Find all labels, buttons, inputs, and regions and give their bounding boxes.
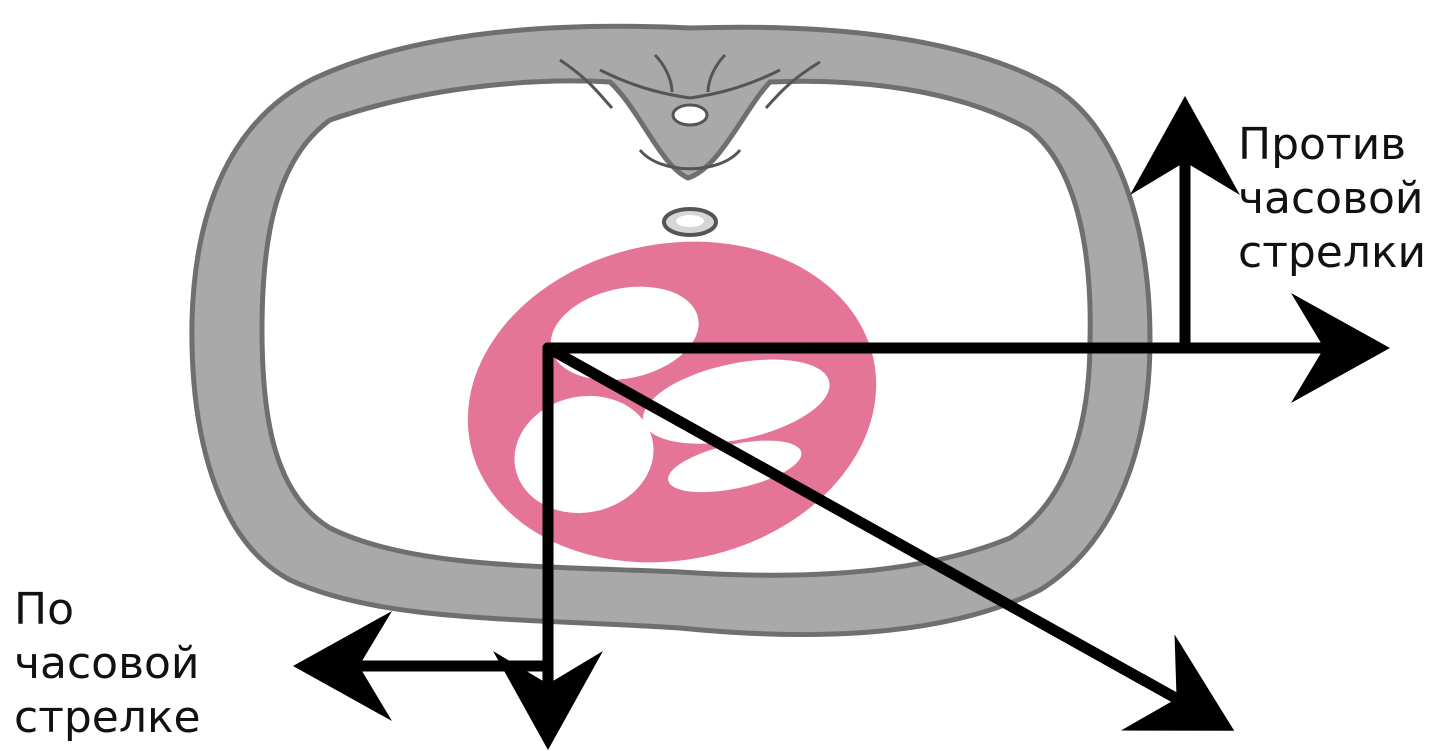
counterclockwise-label-line-1: Против <box>1238 118 1426 172</box>
counterclockwise-label-line-2: часовой <box>1238 172 1426 226</box>
heart <box>438 205 907 600</box>
vertebral-canal <box>673 105 707 125</box>
counterclockwise-label-line-3: стрелки <box>1238 226 1426 280</box>
counterclockwise-label: Против часовой стрелки <box>1238 118 1426 280</box>
clockwise-label: По часовой стрелке <box>14 583 201 745</box>
clockwise-label-line-2: часовой <box>14 637 201 691</box>
aorta-lumen <box>676 215 704 227</box>
clockwise-label-line-1: По <box>14 583 201 637</box>
clockwise-label-line-3: стрелке <box>14 691 201 745</box>
